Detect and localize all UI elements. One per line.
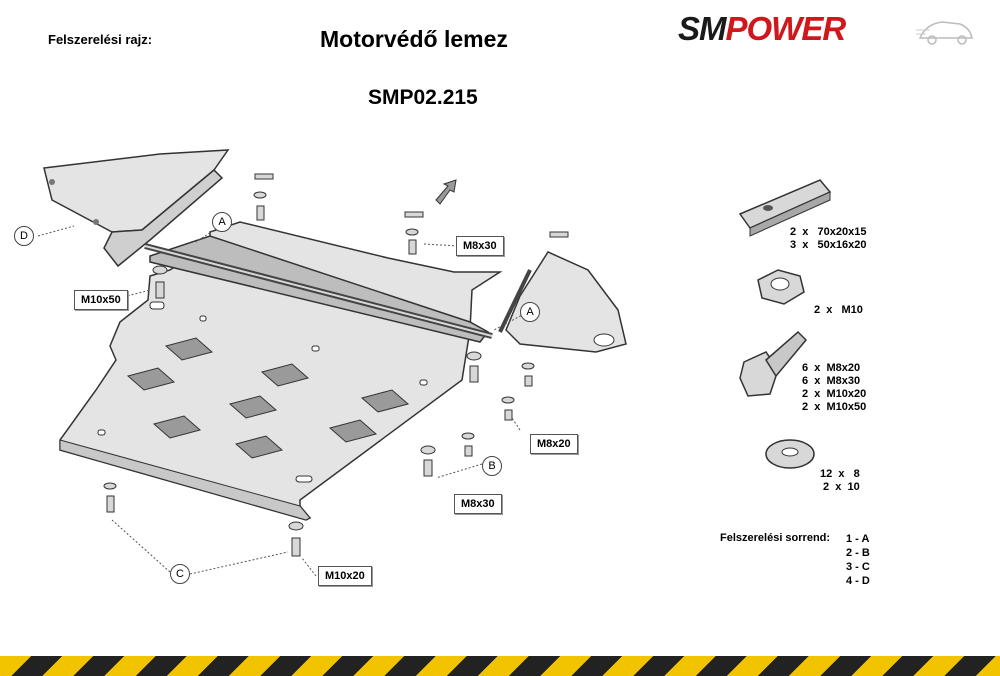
order-step: 3 - C <box>846 561 870 573</box>
installation-order-label: Felszerelési sorrend: <box>720 532 831 544</box>
smpower-logo: SMPOWER <box>678 10 978 50</box>
left-side-bracket <box>43 149 230 268</box>
direction-arrow-icon <box>435 179 457 205</box>
marker-c: C <box>170 564 190 584</box>
washer-icon <box>765 439 815 469</box>
bolt-icon <box>739 330 808 397</box>
logo-car-icon <box>916 21 973 45</box>
nuts-list: 2 x M10 <box>814 304 863 316</box>
order-step: 2 - B <box>846 547 870 559</box>
spacer-icon <box>738 179 832 237</box>
washers-list: 12 x 8 2 x 10 <box>820 468 860 493</box>
hazard-stripe <box>0 656 1000 676</box>
marker-a-left: A <box>212 212 232 232</box>
logo-part-sm: SM <box>678 10 726 47</box>
logo-part-power: POWER <box>725 10 847 47</box>
bolts-list: 6 x M8x20 6 x M8x30 2 x M10x20 2 x M10x5… <box>802 362 867 413</box>
engine-guard-plate <box>59 221 503 521</box>
marker-b: B <box>482 456 502 476</box>
order-step: 1 - A <box>846 533 870 545</box>
fasteners <box>103 173 569 557</box>
order-step: 4 - D <box>846 575 870 587</box>
nut-icon <box>757 269 805 305</box>
marker-d: D <box>14 226 34 246</box>
callout-m8x30-bottom: M8x30 <box>454 494 502 514</box>
callout-m10x20: M10x20 <box>318 566 372 586</box>
product-code: SMP02.215 <box>368 86 478 109</box>
callout-m10x50: M10x50 <box>74 290 128 310</box>
spacers-list: 2 x 70x20x15 3 x 50x16x20 <box>790 226 867 251</box>
callout-m8x20: M8x20 <box>530 434 578 454</box>
page-title: Motorvédő lemez <box>320 26 508 52</box>
installation-order-list: 1 - A 2 - B 3 - C 4 - D <box>846 532 870 588</box>
marker-a-right: A <box>520 302 540 322</box>
right-side-bracket <box>498 251 627 353</box>
drawing-label: Felszerelési rajz: <box>48 32 153 47</box>
callout-m8x30-top: M8x30 <box>456 236 504 256</box>
